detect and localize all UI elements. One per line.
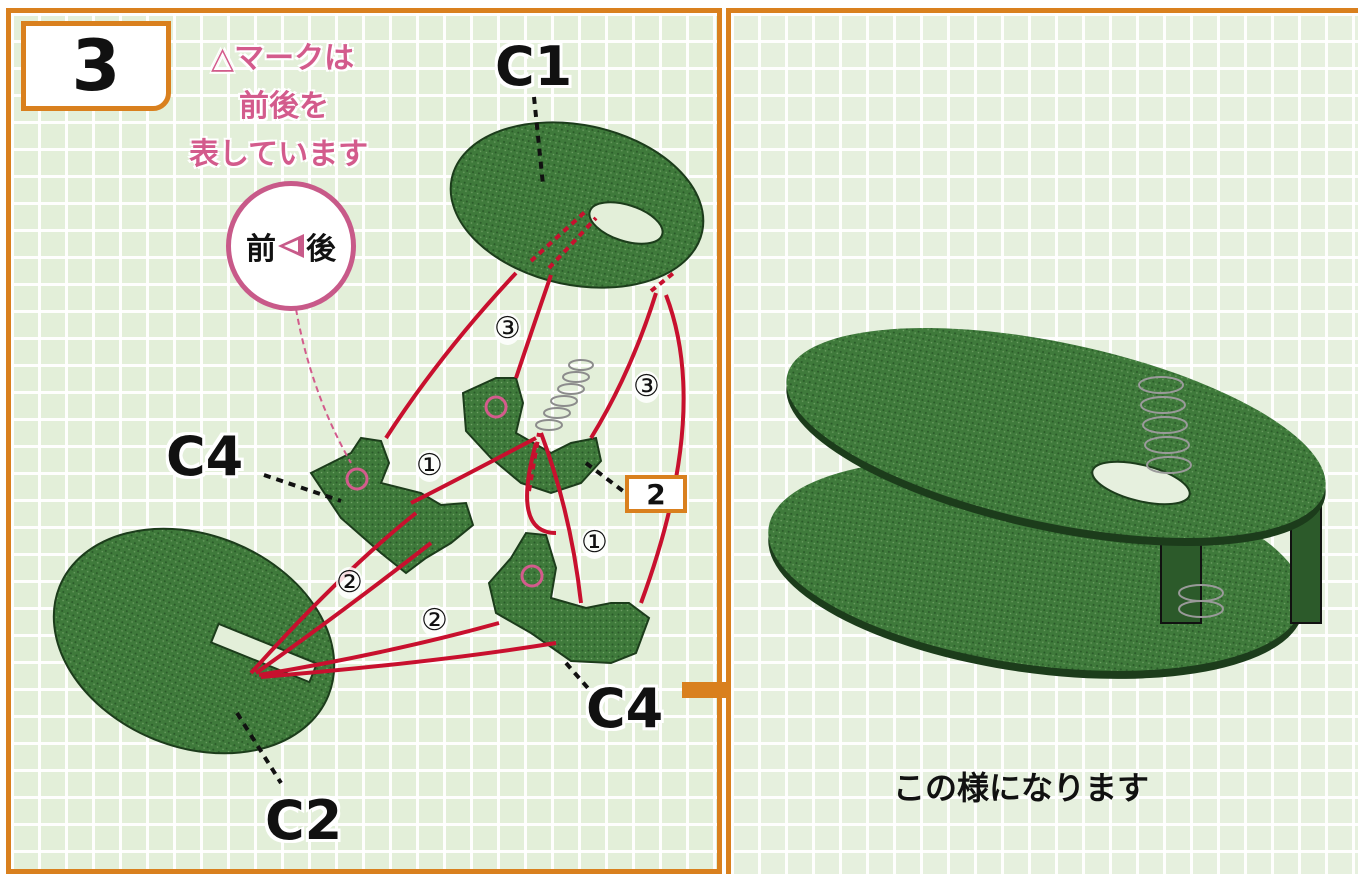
result-caption: この様になります bbox=[893, 763, 1149, 809]
spring-icon bbox=[536, 360, 593, 430]
order-1-right: ① bbox=[581, 527, 608, 559]
orientation-callout: 前 後 bbox=[226, 181, 356, 311]
callout-leader bbox=[296, 309, 351, 463]
part-label-c4-right: C4 bbox=[586, 677, 663, 740]
result-panel: この様になります bbox=[726, 8, 1358, 874]
c2-disc bbox=[20, 488, 368, 793]
part-label-c2: C2 bbox=[265, 789, 342, 852]
triangle-mark-icon bbox=[278, 234, 304, 258]
note-line-2: 前後を bbox=[239, 81, 329, 125]
assembled-model bbox=[731, 13, 1358, 874]
order-2-left: ② bbox=[336, 567, 363, 599]
order-3-left: ③ bbox=[494, 313, 521, 345]
step-number-badge: 3 bbox=[21, 21, 171, 111]
reference-step-box: 2 bbox=[625, 475, 687, 513]
order-3-right: ③ bbox=[633, 371, 660, 403]
note-line-3: 表しています bbox=[189, 129, 368, 173]
note-line-1: △マークは bbox=[211, 33, 354, 77]
order-2-right: ② bbox=[421, 605, 448, 637]
callout-front-label: 前 bbox=[246, 224, 276, 268]
callout-back-label: 後 bbox=[306, 224, 336, 268]
step-3-panel: 3 △マークは 前後を 表しています 前 後 C1 C4 C4 C2 ③ ③ ①… bbox=[6, 8, 722, 874]
part-label-c4-left: C4 bbox=[166, 425, 243, 488]
c1-disc bbox=[435, 97, 719, 310]
order-1-left: ① bbox=[416, 450, 443, 482]
part-label-c1: C1 bbox=[495, 35, 572, 98]
